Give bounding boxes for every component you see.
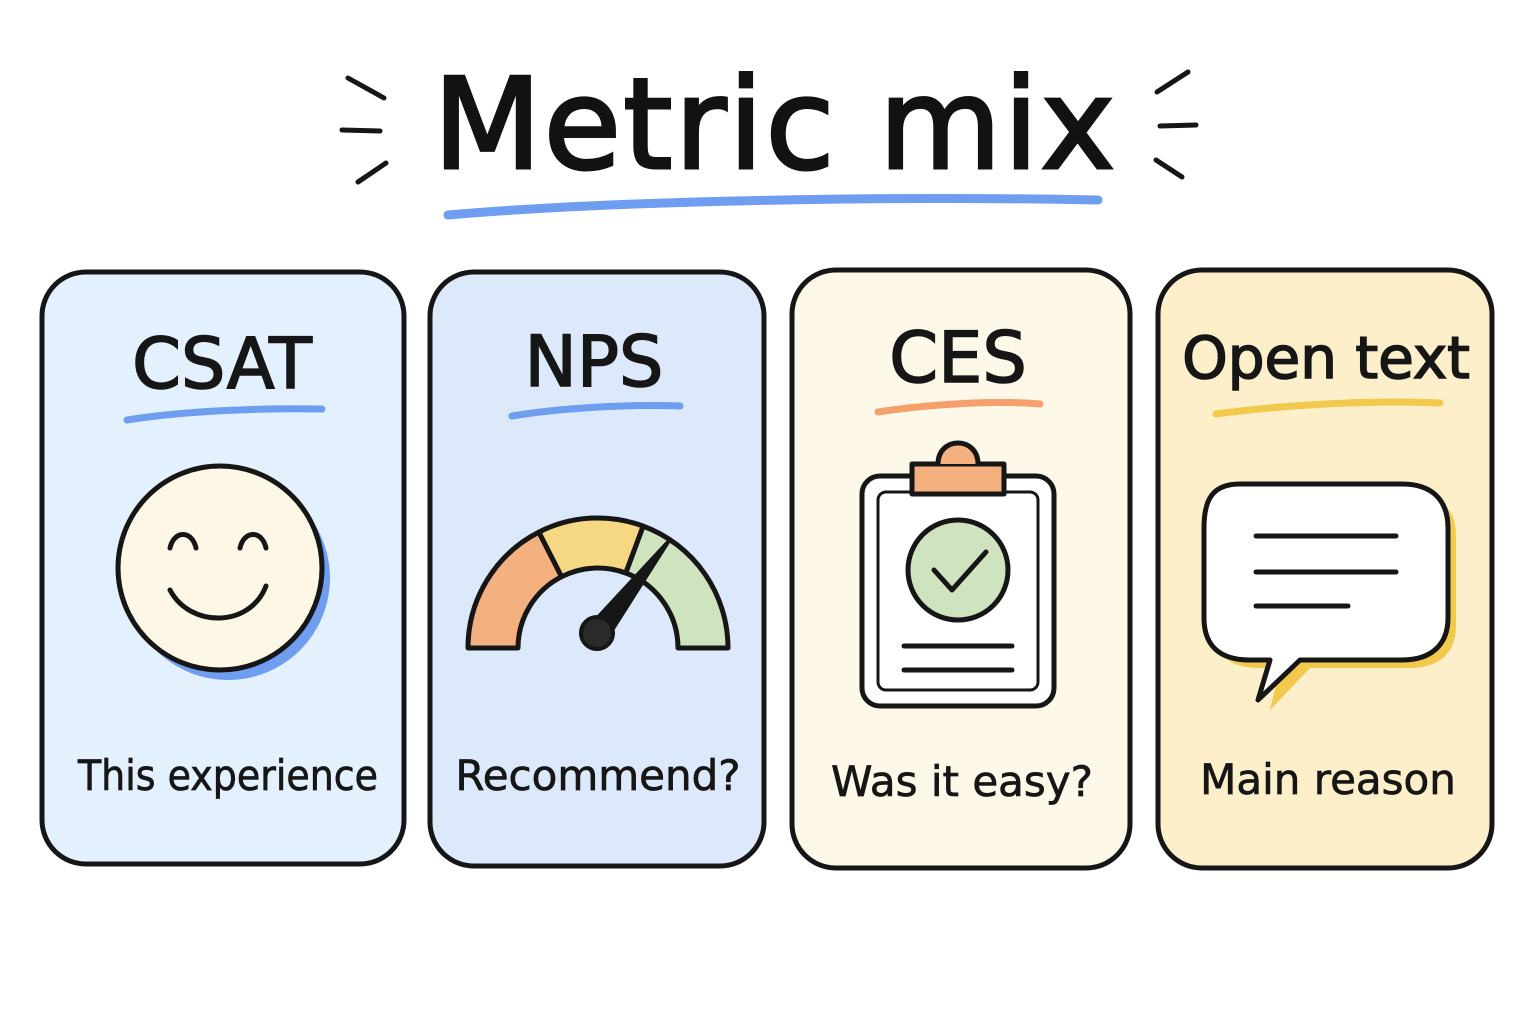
gauge-segment-high: [623, 523, 731, 651]
title-underline: [443, 194, 1103, 220]
card-open-text: Open text Main reason: [1155, 267, 1495, 871]
card-caption: Was it easy?: [831, 757, 1093, 806]
smiley-face-icon: [115, 463, 330, 680]
page-title: Metric mix: [433, 51, 1117, 198]
speech-bubble-icon: [1201, 481, 1456, 710]
card-title: NPS: [524, 321, 663, 403]
gauge-pivot: [579, 615, 615, 651]
left-sparkle-icon: [339, 75, 389, 185]
card-nps: NPS Recommend?: [427, 269, 767, 869]
title-group: Metric mix: [339, 50, 1199, 220]
card-title-underline: [508, 401, 684, 420]
card-title: CES: [889, 317, 1027, 399]
card-ces: CES Was it easy?: [789, 267, 1133, 871]
card-title-underline: [874, 398, 1044, 416]
card-caption: This experience: [77, 751, 378, 800]
clipboard-check-icon: [859, 440, 1057, 709]
card-title: CSAT: [132, 323, 312, 405]
card-caption: Recommend?: [455, 751, 740, 800]
card-title: Open text: [1182, 324, 1470, 392]
card-csat: CSAT This experience: [39, 269, 407, 867]
card-title-underline: [123, 405, 326, 424]
speedometer-gauge-icon: [465, 515, 731, 651]
right-sparkle-icon: [1153, 69, 1199, 180]
card-title-underline: [1212, 398, 1444, 418]
card-caption: Main reason: [1200, 755, 1456, 804]
